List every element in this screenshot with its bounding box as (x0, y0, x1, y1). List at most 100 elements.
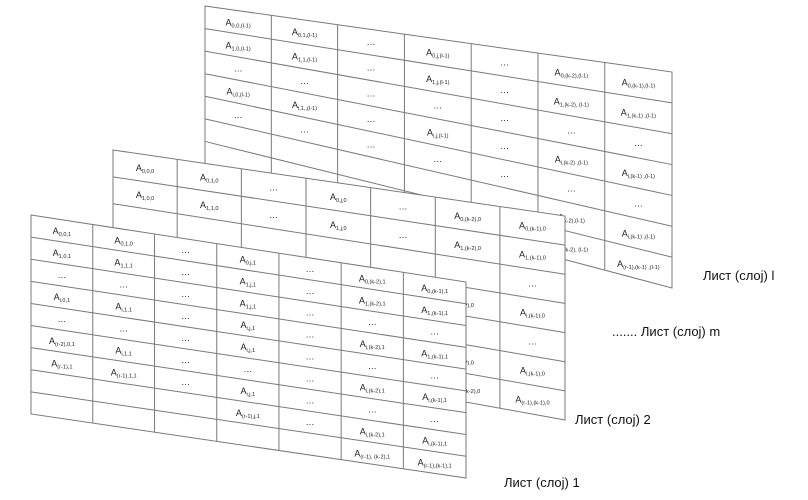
grid-row-line (112, 203, 566, 275)
matrix-cell-l: … (300, 76, 309, 86)
matrix-cell-m: … (528, 337, 537, 347)
matrix-cell-1: A1,1,1 (114, 257, 132, 269)
matrix-cell-1: Ai,1,1 (115, 301, 132, 313)
matrix-cell-1: … (243, 364, 252, 374)
grid-row-line (30, 302, 467, 370)
matrix-cell-l: … (500, 85, 509, 95)
matrix-cell-l: … (433, 154, 442, 164)
matrix-cell-1: A0,1,0 (114, 235, 132, 247)
matrix-cell-m: … (398, 230, 407, 240)
matrix-cell-l: A0,(k-2),(l-1) (555, 67, 589, 79)
matrix-cell-1: A0,(k-2),1 (359, 273, 386, 285)
matrix-cell-1: A(r-1),1 (51, 358, 72, 370)
matrix-cell-m: A0,1,0 (200, 173, 218, 185)
matrix-cell-1: … (306, 417, 315, 427)
matrix-cell-1: Ai,(k-1),1 (422, 436, 447, 448)
matrix-cell-1: … (306, 330, 315, 340)
matrix-cell-1: … (430, 370, 439, 380)
matrix-cell-1: Ai,j,1 (240, 342, 255, 354)
matrix-cell-1: Ai,j,1 (240, 386, 255, 398)
matrix-cell-1: … (181, 355, 190, 365)
grid-row-line (30, 391, 467, 457)
sheet-layer-1: A0,0,1A0,1,0…A0,j,1…A0,(k-2),1A0,(k-1),1… (30, 214, 467, 479)
matrix-cell-l: A1,0,(l-1) (226, 40, 251, 52)
matrix-cell-m: A1,j,0 (330, 220, 347, 232)
matrix-cell-m: … (269, 210, 278, 220)
layer-2-label: Лист (слој) 2 (575, 412, 651, 427)
matrix-cell-m: A1,0,0 (136, 190, 154, 202)
matrix-cell-1: … (181, 245, 190, 255)
grid-row-line (204, 95, 673, 196)
matrix-cell-1: A(r-1),1,1 (111, 368, 137, 380)
matrix-cell-l: … (367, 88, 376, 98)
matrix-cell-l: … (634, 138, 643, 148)
matrix-cell-l: … (500, 169, 509, 179)
matrix-cell-l: Ai,0,(l-1) (226, 87, 250, 99)
matrix-cell-1: A(r-2),0,1 (49, 336, 75, 348)
matrix-cell-l: … (300, 125, 309, 135)
matrix-cell-l: … (433, 101, 442, 111)
matrix-cell-l: … (367, 139, 376, 149)
matrix-cell-1: … (181, 289, 190, 299)
matrix-cell-l: A1,(k-1) ,(l-1) (621, 108, 656, 120)
matrix-cell-l: … (234, 64, 243, 74)
matrix-cell-m: … (528, 279, 537, 289)
matrix-cell-l: … (234, 110, 243, 120)
matrix-cell-l: … (367, 63, 376, 73)
matrix-cell-1: … (306, 264, 315, 274)
matrix-cell-m: A1,(k-2),0 (454, 240, 481, 252)
matrix-cell-l: A0,j,(l-1) (426, 47, 450, 59)
layer-m-label: ....... Лист (слој) m (612, 324, 721, 339)
matrix-cell-l: A(r-1),(k-1) ,(l-1) (617, 259, 660, 271)
matrix-cell-1: Ai,0,1 (54, 292, 71, 304)
matrix-cell-1: … (181, 377, 190, 387)
matrix-cell-1: A1,0,1 (53, 248, 71, 260)
matrix-cell-1: A(r-1), (k-2),1 (354, 448, 390, 460)
matrix-cell-m: A1,1,0 (200, 200, 218, 212)
grid-row-line (204, 118, 673, 227)
matrix-cell-l: Ai,(k-2) ,(l-1) (555, 155, 588, 167)
matrix-cell-l: … (367, 114, 376, 124)
matrix-cell-l: … (500, 57, 509, 67)
matrix-cell-l: Ai,(k-1) ,(l-1) (622, 229, 655, 241)
matrix-cell-m: A0,(k-2),0 (454, 211, 481, 223)
matrix-cell-1: A1,(k-1),1 (421, 348, 448, 360)
matrix-cell-l: A1,1,(l-1) (292, 52, 317, 64)
matrix-cell-1: … (368, 361, 377, 371)
matrix-cell-m: A(r-1),(k-1),0 (515, 395, 549, 407)
layer-1-label: Лист (слој) 1 (504, 475, 580, 490)
matrix-cell-1: … (306, 373, 315, 383)
matrix-cell-1: Ai,j,1 (240, 320, 255, 332)
matrix-cell-l: Ai,j,(l-1) (427, 127, 449, 139)
grid-row-line (30, 347, 467, 414)
matrix-cell-1: A0,0,1 (53, 226, 71, 238)
matrix-cell-l: … (567, 184, 576, 194)
matrix-cell-1: … (430, 327, 439, 337)
matrix-cell-1: … (368, 405, 377, 415)
matrix-cell-1: … (119, 323, 128, 333)
matrix-cell-m: A0,(k-1),0 (519, 221, 546, 233)
matrix-cell-1: A1,j,1 (240, 276, 257, 288)
matrix-cell-l: A0,(k-1),(l-1) (622, 77, 656, 89)
grid-row-line (204, 28, 673, 104)
matrix-cell-1: … (181, 333, 190, 343)
matrix-cell-m: … (269, 182, 278, 192)
matrix-cell-1: … (430, 414, 439, 424)
matrix-cell-l: … (567, 125, 576, 135)
matrix-cell-l: A0,0,(l-1) (226, 17, 251, 29)
matrix-cell-l: … (500, 113, 509, 123)
matrix-cell-l: … (367, 37, 376, 47)
layer-l-label: Лист (слој) l (703, 268, 775, 283)
grid-row-line (30, 258, 467, 327)
grid-row-line (30, 369, 467, 435)
matrix-cell-1: … (306, 308, 315, 318)
grid-row-line (204, 73, 673, 166)
matrix-cell-1: A1,(k-1),1 (421, 305, 448, 317)
matrix-cell-l: A1,j,(l-1) (426, 74, 450, 86)
matrix-cell-m: A0,0,0 (136, 163, 154, 175)
matrix-cell-1: … (306, 352, 315, 362)
matrix-cell-1: … (57, 270, 66, 280)
matrix-cell-1: … (306, 395, 315, 405)
matrix-cell-1: A1,(k-2),1 (359, 295, 386, 307)
